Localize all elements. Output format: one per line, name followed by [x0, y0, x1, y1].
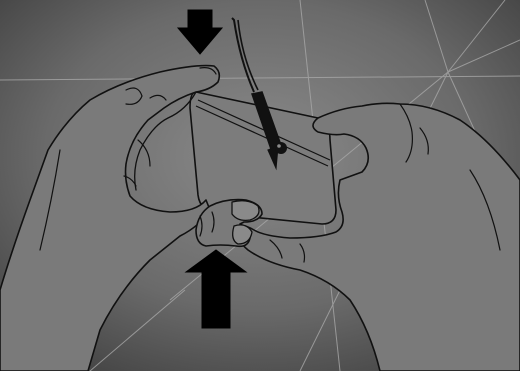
- instruction-illustration: [0, 0, 520, 371]
- illustration-stage: [0, 0, 520, 371]
